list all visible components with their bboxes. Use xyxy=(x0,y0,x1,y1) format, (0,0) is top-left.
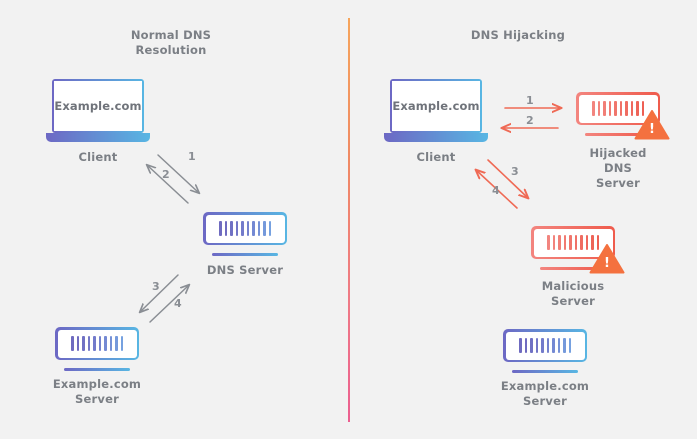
panel-divider xyxy=(348,18,350,422)
left-dns-server-body xyxy=(203,212,287,245)
right-client-screen: Example.com xyxy=(390,79,482,133)
right-client-laptop-base xyxy=(384,133,488,142)
left-arrow-4-number: 4 xyxy=(174,297,182,310)
left-origin-server-label: Example.com Server xyxy=(52,377,142,406)
right-client-laptop: Example.com xyxy=(384,79,488,142)
right-origin-server-stand xyxy=(512,369,578,373)
left-arrow-1-number: 1 xyxy=(188,150,196,163)
right-client-screen-text: Example.com xyxy=(392,99,480,113)
right-arrow-3-number: 3 xyxy=(511,165,519,178)
malicious-server-label: Malicious Server xyxy=(541,279,605,308)
panel-title-normal-dns: Normal DNS Resolution xyxy=(130,28,212,57)
left-origin-server-icon xyxy=(55,327,139,371)
right-origin-server-bars xyxy=(505,331,585,360)
panel-title-dns-hijacking: DNS Hijacking xyxy=(470,28,566,42)
left-client-laptop: Example.com xyxy=(46,79,150,142)
left-client-screen: Example.com xyxy=(52,79,144,133)
malicious-server-body xyxy=(531,226,615,259)
left-origin-server-stand xyxy=(64,367,130,371)
hijacked-dns-server-stand xyxy=(585,132,651,136)
hijacked-dns-server-icon: ! xyxy=(576,92,670,140)
warning-triangle-shape xyxy=(589,244,625,274)
malicious-warning-icon: ! xyxy=(589,243,625,274)
hijacked-dns-server-bars xyxy=(578,94,658,123)
warning-triangle-shape xyxy=(634,110,670,140)
malicious-server-icon: ! xyxy=(531,226,625,274)
left-client-screen-text: Example.com xyxy=(54,99,142,113)
right-arrow-2-number: 2 xyxy=(526,114,534,127)
hijacked-dns-server-body xyxy=(576,92,660,125)
right-arrow-4-number: 4 xyxy=(492,184,500,197)
hijacked-dns-server-label: Hijacked DNS Server xyxy=(589,146,647,190)
left-client-laptop-base xyxy=(46,133,150,142)
left-dns-server-bars xyxy=(205,214,285,243)
hijacked-warning-exclamation: ! xyxy=(649,121,655,137)
malicious-server-bars xyxy=(533,228,613,257)
left-dns-server-label: DNS Server xyxy=(206,263,284,277)
left-client-label: Client xyxy=(78,150,118,164)
right-client-screen-inner: Example.com xyxy=(392,81,480,131)
left-arrow-3-number: 3 xyxy=(152,280,160,293)
left-dns-server-stand xyxy=(212,252,278,256)
malicious-warning-exclamation: ! xyxy=(604,255,610,271)
right-origin-server-body xyxy=(503,329,587,362)
right-origin-server-icon xyxy=(503,329,587,373)
hijacked-warning-icon: ! xyxy=(634,109,670,140)
left-origin-server-body xyxy=(55,327,139,360)
right-client-label: Client xyxy=(416,150,456,164)
left-client-screen-inner: Example.com xyxy=(54,81,142,131)
right-origin-server-label: Example.com Server xyxy=(500,379,590,408)
malicious-server-stand xyxy=(540,266,606,270)
left-origin-server-bars xyxy=(57,329,137,358)
left-dns-server-icon xyxy=(203,212,287,256)
right-arrow-1-number: 1 xyxy=(526,94,534,107)
left-arrow-2-number: 2 xyxy=(162,168,170,181)
